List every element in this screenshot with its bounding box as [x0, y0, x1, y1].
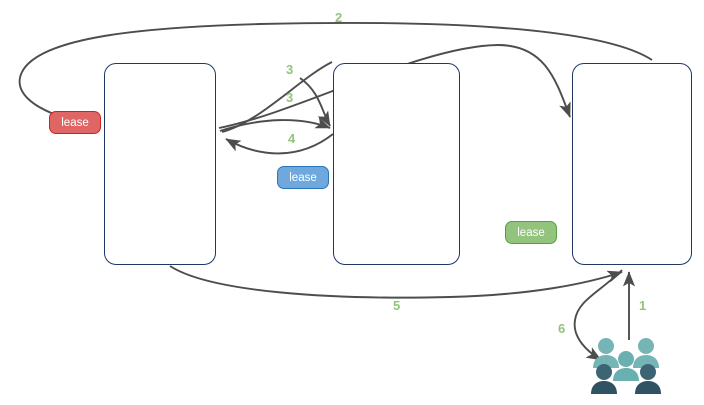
edge-step-5	[169, 265, 623, 299]
step-label-6: 6	[558, 321, 566, 336]
step-label-3b: 3	[286, 90, 294, 105]
edge-step-4	[225, 133, 334, 155]
edge-step-3-lens	[219, 116, 331, 132]
step-label-4: 4	[288, 131, 296, 146]
step-label-5: 5	[393, 298, 401, 313]
node-2-box[interactable]	[333, 63, 460, 265]
edge-step-3-to-node2	[221, 61, 333, 133]
step-label-1: 1	[639, 298, 647, 313]
step-label-3a: 3	[286, 62, 294, 77]
lease-badge-blue[interactable]: lease	[277, 166, 329, 189]
edge-step-3-node2-arrow	[299, 77, 331, 127]
node-3-box[interactable]	[572, 63, 692, 265]
lease-badge-green[interactable]: lease	[505, 221, 557, 244]
step-label-2: 2	[335, 10, 343, 25]
node-1-box[interactable]	[104, 63, 216, 265]
lease-badge-red[interactable]: lease	[49, 111, 101, 134]
users-icon	[590, 334, 662, 396]
